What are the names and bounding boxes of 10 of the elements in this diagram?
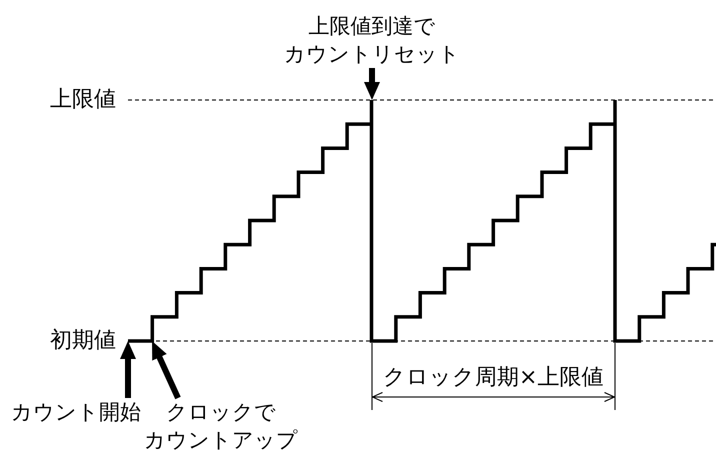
annotation-label: カウント開始 [11, 398, 141, 426]
annotation-label: クロックでカウントアップ [144, 398, 298, 454]
level-label: 上限値 [50, 86, 116, 114]
staircase-waveform [128, 98, 716, 343]
arrow [152, 340, 181, 400]
arrow [120, 341, 136, 398]
annotation-label: 上限値到達でカウントリセット [284, 12, 460, 68]
level-label: 初期値 [50, 327, 116, 355]
arrow [364, 68, 380, 100]
dimension-label: クロック周期×上限値 [383, 364, 604, 392]
